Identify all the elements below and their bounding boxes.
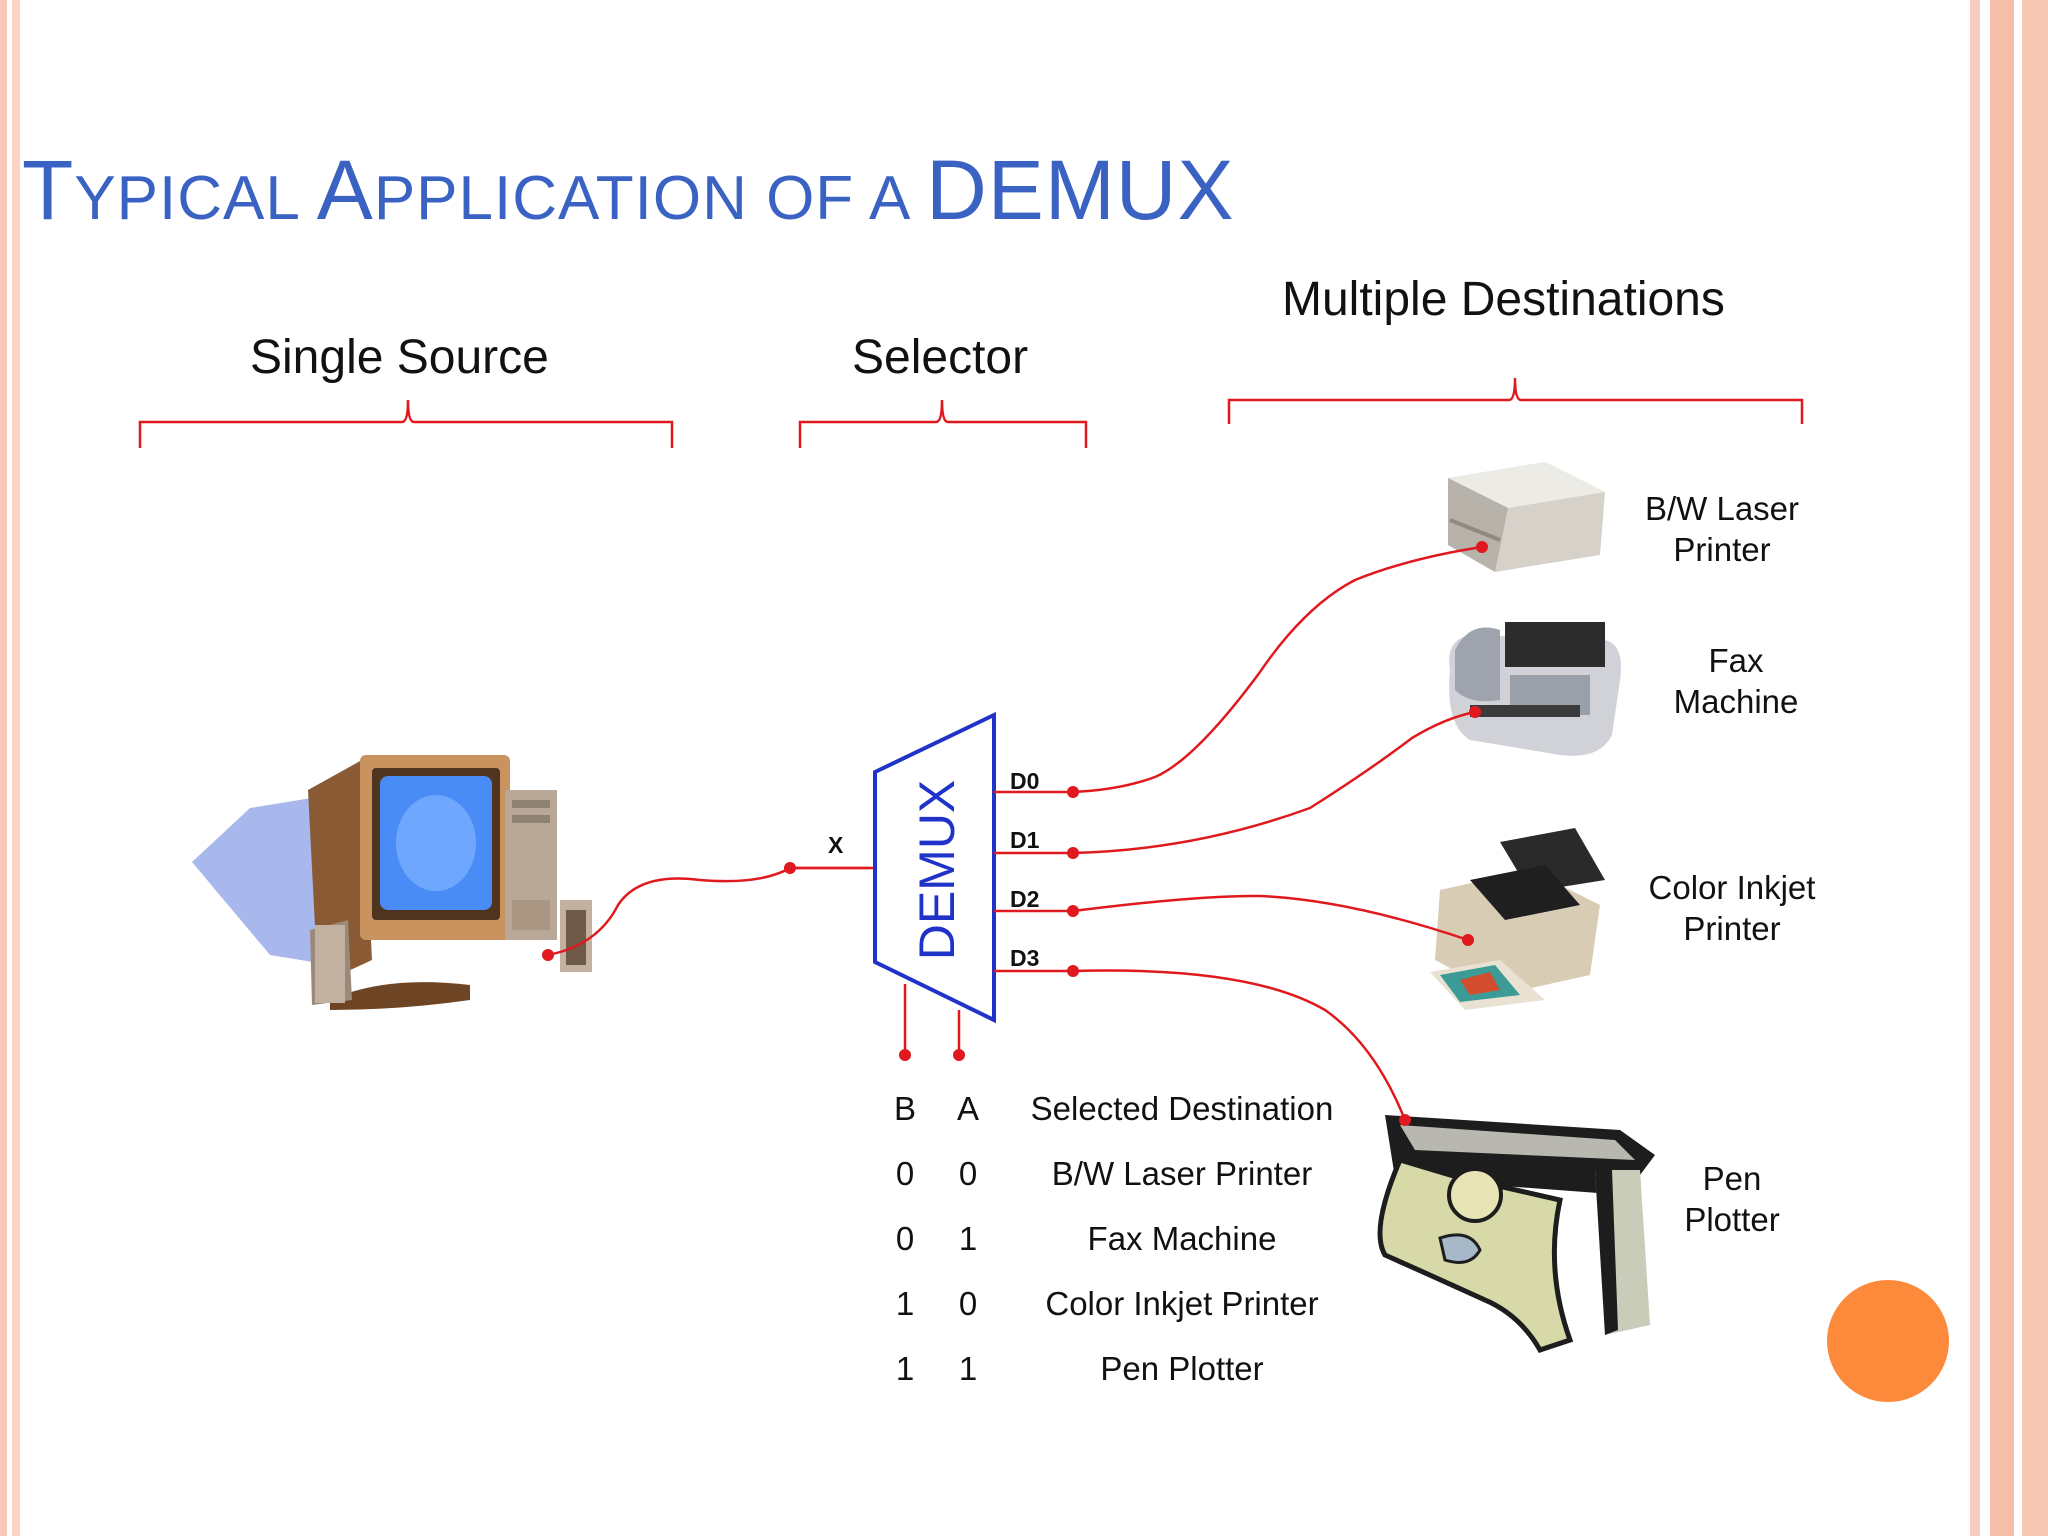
output-d3-label: D3 (1010, 945, 1040, 971)
output-d0-label: D0 (1010, 768, 1040, 794)
table-row-1-destination: B/W Laser Printer (1051, 1155, 1313, 1192)
table-row-3-destination: Color Inkjet Printer (1045, 1285, 1319, 1322)
table-row-1-b: 0 (895, 1155, 915, 1192)
input-x-label: X (828, 832, 844, 858)
table-row-1-a: 0 (958, 1155, 978, 1192)
table-row-2-a: 1 (958, 1220, 978, 1257)
single-source-label: Single Source (250, 331, 549, 384)
table-header-a: A (956, 1090, 979, 1127)
braces (138, 377, 1804, 448)
destinations-brace (1227, 377, 1804, 424)
slide-title: TYPICAL APPLICATION OF A DEMUX (22, 143, 1235, 237)
multiple-destinations-label: Multiple Destinations (1282, 273, 1725, 326)
d3-to-plotter-wire (1072, 969, 1407, 1121)
laser-printer-icon (1448, 462, 1605, 572)
demux-block (873, 711, 996, 1024)
d1-to-fax-wire (1072, 710, 1476, 855)
orange-accent-dot (1827, 1280, 1949, 1402)
table-row-2-destination: Fax Machine (1087, 1220, 1277, 1257)
wires (547, 545, 1483, 1121)
source-wire (547, 866, 870, 957)
pen-plotter-icon (1377, 1115, 1655, 1354)
table-row-2-b: 0 (895, 1220, 915, 1257)
table-row-3-b: 1 (895, 1285, 915, 1322)
junction-dots (542, 541, 1488, 1126)
single-source-brace (138, 399, 674, 448)
output-d2-label: D2 (1010, 886, 1040, 912)
table-row-4-a: 1 (958, 1350, 978, 1387)
left-border-decoration (0, 0, 20, 1536)
selector-label: Selector (852, 331, 1029, 384)
d2-to-inkjet-wire (1072, 894, 1469, 942)
d0-to-laser-wire (1072, 545, 1483, 794)
fax-machine-icon (1449, 622, 1621, 756)
table-header-destination: Selected Destination (1030, 1090, 1334, 1127)
inkjet-printer-icon (1430, 828, 1605, 1010)
table-header-b: B (893, 1090, 916, 1127)
output-d1-label: D1 (1010, 827, 1040, 853)
computer-icon (192, 755, 592, 1010)
demux-block-label: DEMUX (909, 780, 965, 961)
table-row-4-b: 1 (895, 1350, 915, 1387)
table-row-4-destination: Pen Plotter (1100, 1350, 1264, 1387)
selector-brace (798, 399, 1088, 448)
right-border-decoration (1958, 0, 2048, 1536)
table-row-3-a: 0 (958, 1285, 978, 1322)
